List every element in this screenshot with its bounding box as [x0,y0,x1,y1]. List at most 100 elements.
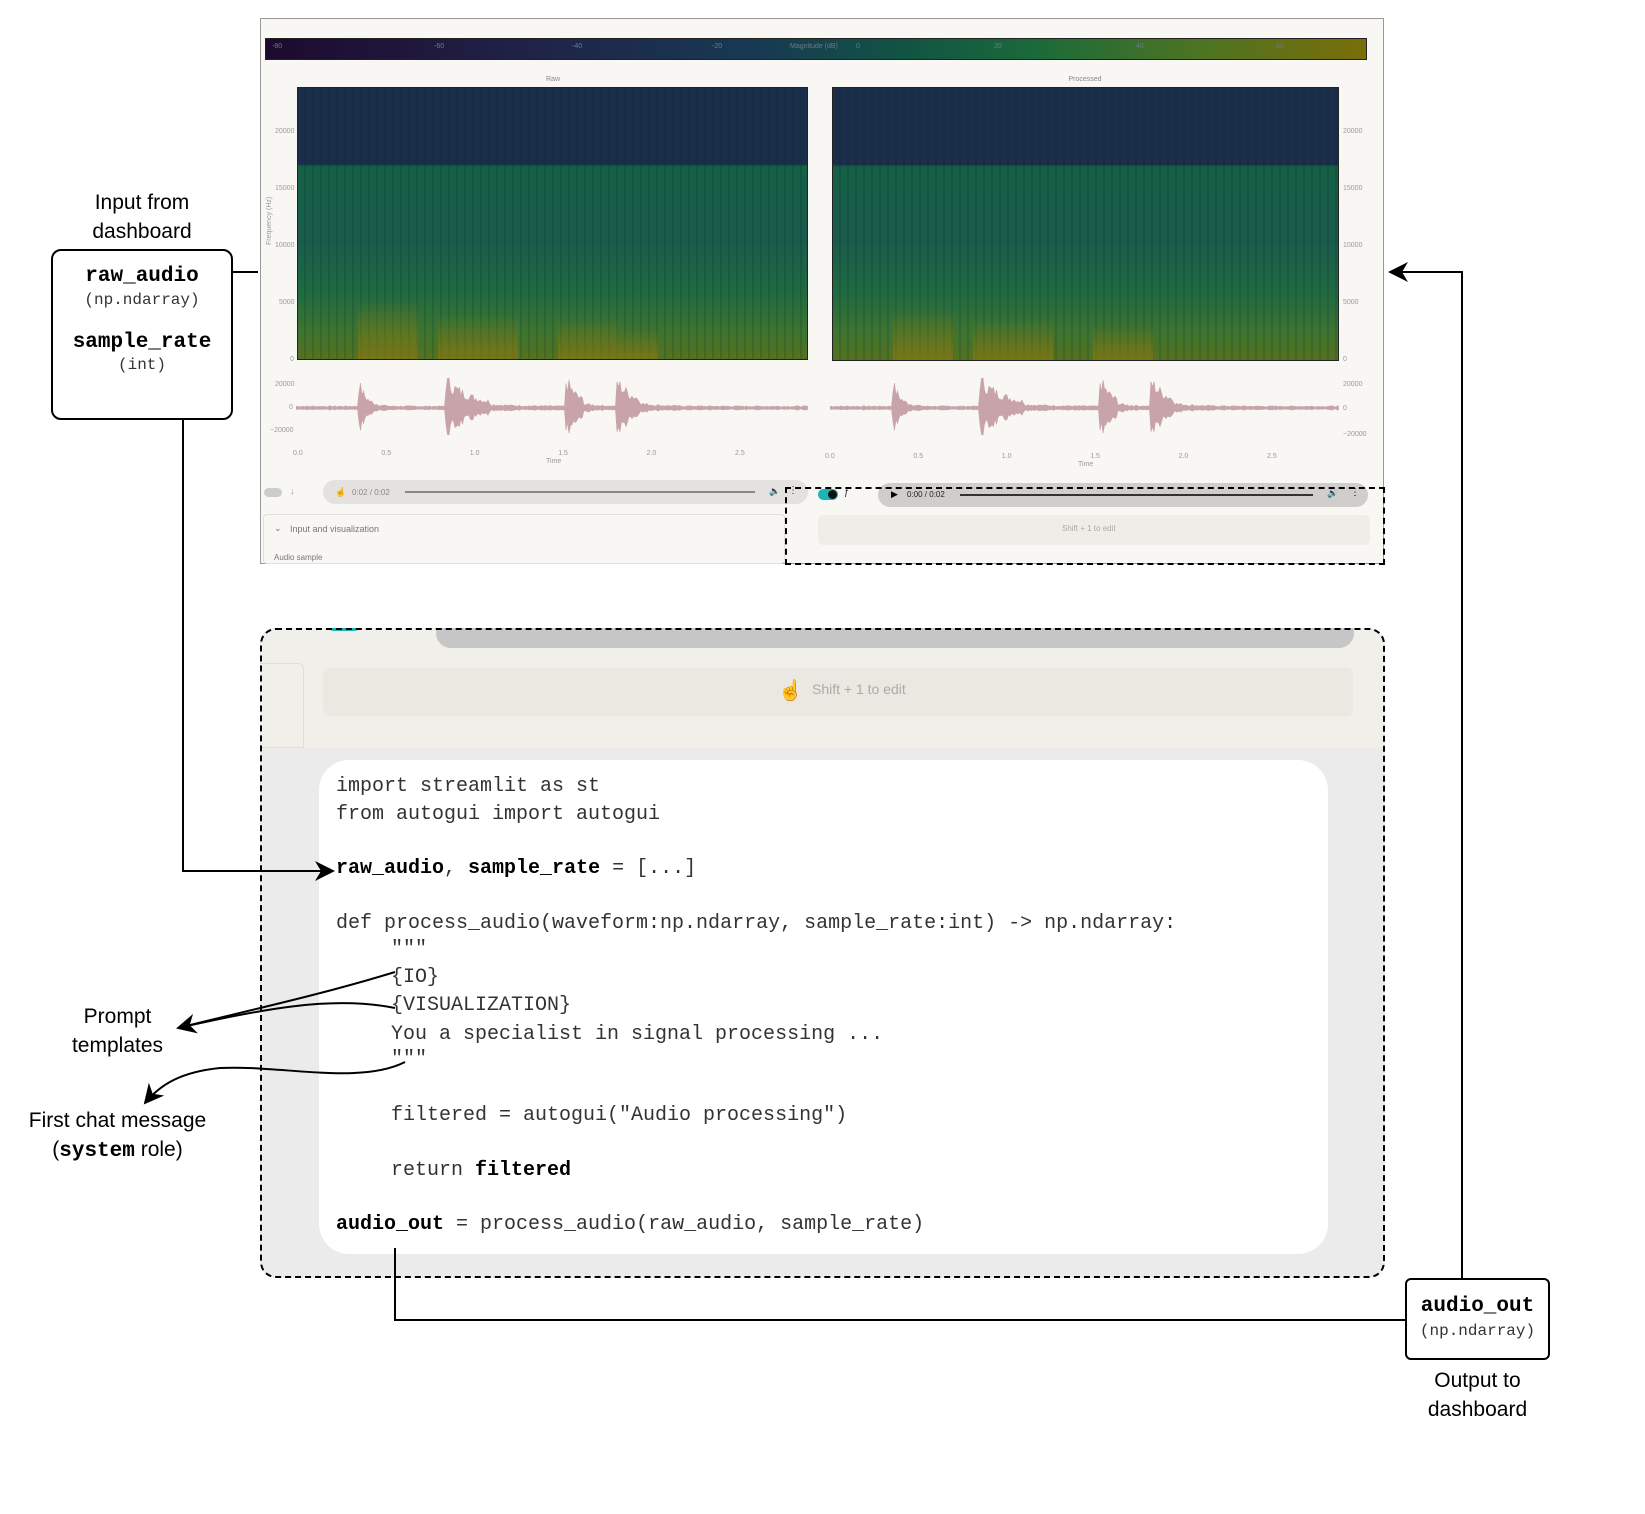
system-message-arrow [143,1061,406,1105]
freq-tick: 0 [1343,356,1347,363]
input-type: (np.ndarray) [84,291,200,309]
processed-progress-bar[interactable] [960,494,1313,496]
zoomed-edit-hint-area[interactable]: ☝ Shift + 1 to edit [323,668,1353,716]
colorbar-tick: -20 [712,43,723,50]
more-options-icon[interactable]: ⋮ [788,485,798,496]
input-type: (int) [117,356,166,374]
raw-toggle[interactable] [264,488,282,497]
time-tick: 1.0 [1001,453,1012,460]
raw-waveform [296,377,808,436]
input-arrow [182,420,335,881]
amp-tick: −20000 [1343,431,1367,438]
time-tick: 1.0 [469,450,480,457]
freq-tick: 15000 [1343,185,1363,192]
raw-progress-bar[interactable] [405,491,755,493]
output-arrow [1388,262,1463,1278]
code-line: """ [391,938,428,961]
code-line: return filtered [391,1159,572,1182]
raw-plot-title: Raw [545,76,561,83]
processed-spectrogram [832,87,1339,361]
code-line: {IO} [391,966,440,989]
time-tick: 0.5 [381,450,392,457]
more-options-icon[interactable]: ⋮ [1350,487,1360,498]
colorbar-label: Magnitude (dB) [790,43,838,50]
code-line: filtered = autogui("Audio processing") [391,1104,848,1127]
colorbar-tick: 0 [856,43,860,50]
time-tick: 1.5 [558,450,568,457]
chevron-down-icon: ⌄ [274,523,282,533]
time-axis-label: Time [546,458,562,465]
code-line: raw_audio, sample_rate = [...] [336,857,697,880]
download-icon[interactable]: ↓ [290,486,295,496]
colorbar: -80 -60 -40 -20 Magnitude (dB) 0 20 40 6… [265,38,1367,60]
time-tick: 0.0 [825,453,835,460]
zoomed-edit-hint: Shift + 1 to edit [812,681,906,697]
amp-tick: 20000 [1343,381,1363,388]
hand-icon: ☝ [335,487,347,497]
code-line: import streamlit as st [336,775,601,798]
code-line: You a specialist in signal processing ..… [391,1023,884,1046]
processed-toggle[interactable] [818,489,838,500]
raw-audio-player[interactable]: ☝ 0:02 / 0:02 🔈 ⋮ [323,480,808,504]
expander-label: Input and visualization [290,524,380,534]
input-var: sample_rate [72,331,212,354]
colorbar-tick: -60 [434,43,445,50]
zoom-highlight-region [785,487,1385,565]
output-connector [394,1248,1405,1321]
hand-pointer-icon: ☝ [778,680,803,702]
zoomed-audio-player[interactable] [436,628,1354,648]
output-type: (np.ndarray) [1419,1322,1536,1340]
amp-tick: 0 [289,404,293,411]
freq-tick: 15000 [275,185,295,192]
processed-player-time: 0:00 / 0:02 [907,490,945,499]
volume-icon[interactable]: 🔊 [1327,488,1339,498]
prompt-templates-label: Prompt templates [71,1005,164,1057]
freq-tick: 20000 [275,128,295,135]
function-icon[interactable]: ƒ [844,487,850,498]
freq-tick: 5000 [1343,299,1359,306]
output-label: Output to dashboard [1427,1369,1528,1421]
colorbar-tick: -80 [272,43,283,50]
processed-plot-title: Processed [1068,76,1102,83]
colorbar-tick: -40 [572,43,583,50]
processed-waveform [830,377,1339,436]
edit-hint-area[interactable]: Shift + 1 to edit [818,515,1370,545]
colorbar-tick: 20 [994,43,1002,50]
time-tick: 1.5 [1090,453,1100,460]
freq-tick: 0 [290,356,294,363]
time-tick: 0.5 [913,453,924,460]
colorbar-tick: 60 [1276,43,1284,50]
colorbar-tick: 40 [1136,43,1144,50]
raw-spectrogram [297,87,808,360]
amp-tick: 20000 [275,381,295,388]
edit-hint: Shift + 1 to edit [1062,524,1116,533]
io-template-arrow [176,971,396,1034]
time-tick: 2.5 [735,450,745,457]
code-line: from autogui import autogui [336,803,661,826]
input-box: raw_audio (np.ndarray) sample_rate (int) [51,249,233,420]
amp-tick: −20000 [270,427,294,434]
code-line: {VISUALIZATION} [391,994,572,1017]
code-block [319,760,1328,1254]
code-line: def process_audio(waveform:np.ndarray, s… [336,912,1177,935]
input-label: Input from dashboard [92,191,192,243]
time-tick: 0.0 [293,450,303,457]
freq-tick: 5000 [279,299,295,306]
freq-tick: 10000 [1343,242,1363,249]
output-box: audio_out (np.ndarray) [1405,1278,1550,1360]
viz-template-arrow [177,1002,396,1029]
freq-tick: 20000 [1343,128,1363,135]
time-axis-label: Time [1078,461,1094,468]
input-var: raw_audio [85,265,199,288]
code-line: audio_out = process_audio(raw_audio, sam… [336,1213,925,1236]
zoomed-expander [260,663,304,748]
first-chat-message-label: First chat message (system role) [28,1109,207,1163]
time-tick: 2.0 [1178,453,1189,460]
audio-sample-label: Audio sample [274,553,323,562]
input-visualization-expander[interactable]: ⌄ Input and visualization Audio sample [263,514,785,564]
volume-icon[interactable]: 🔈 [769,486,781,496]
time-tick: 2.5 [1267,453,1277,460]
amp-tick: 0 [1343,405,1347,412]
play-icon[interactable]: ▶ [891,489,898,499]
